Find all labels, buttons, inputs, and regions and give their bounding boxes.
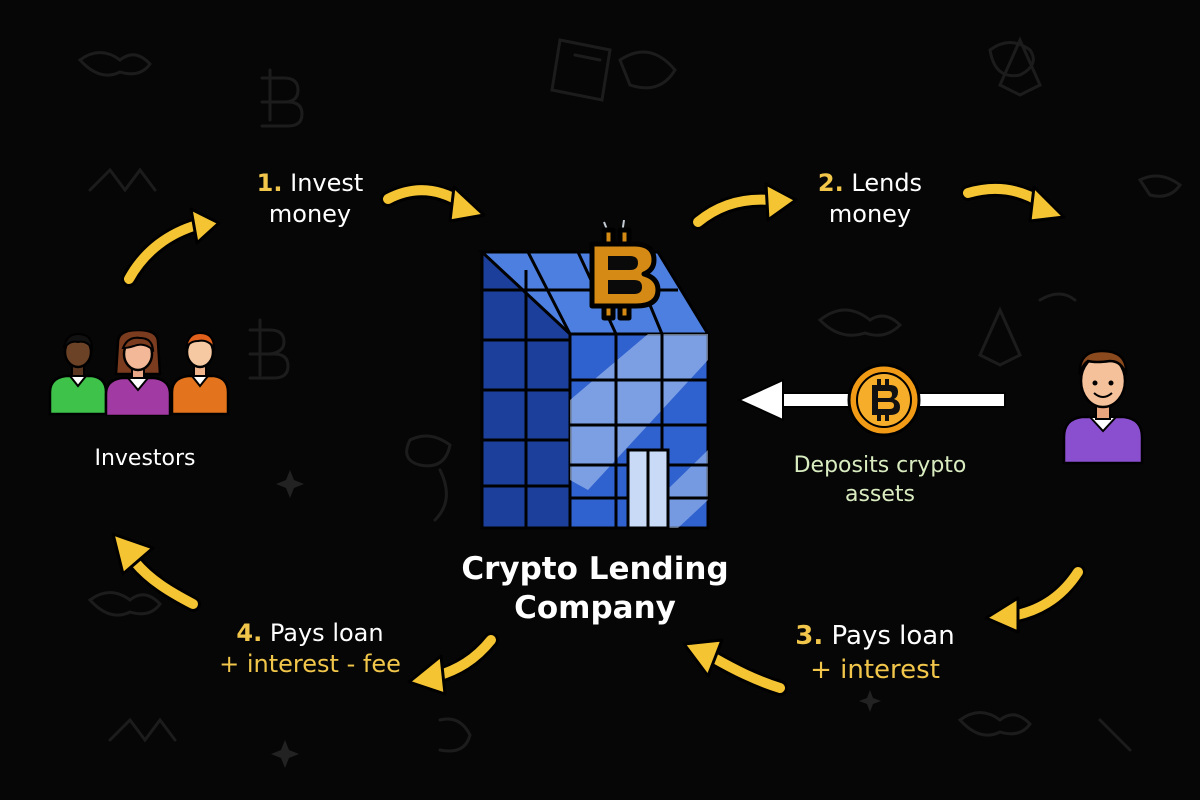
step4-line2: + interest - fee — [219, 650, 401, 679]
step3-label: 3. Pays loan + interest — [770, 620, 980, 688]
investors-group-icon — [48, 330, 230, 416]
building-icon — [478, 250, 710, 532]
deposit-label-line2: assets — [844, 481, 916, 507]
arrow-step2-to-borrower — [960, 175, 1070, 235]
investors-label: Investors — [94, 446, 196, 471]
arrow-company-to-step2 — [690, 178, 800, 238]
step4-text: Pays loan — [269, 619, 384, 647]
deposit-label-line1: Deposits crypto — [793, 453, 967, 478]
step2-label: 2. Lends money — [790, 168, 950, 230]
bitcoin-coin-icon — [846, 362, 922, 438]
company-title-line2: Company — [514, 589, 676, 626]
step3-line2: + interest — [810, 654, 940, 685]
step1-text: Invest — [290, 169, 364, 197]
step2-text: Lends — [851, 169, 923, 197]
step2-line2: money — [828, 200, 912, 229]
step4-number: 4. — [236, 619, 263, 647]
arrow-step4-to-investors — [105, 530, 205, 615]
arrow-company-to-step4 — [405, 630, 505, 700]
step1-label: 1. Invest money — [225, 168, 395, 230]
deposit-label: Deposits crypto assets — [765, 452, 995, 509]
step4-label: 4. Pays loan + interest - fee — [200, 618, 420, 680]
arrow-investors-to-step1 — [115, 205, 225, 295]
borrower-person-icon — [1062, 345, 1144, 465]
step3-number: 3. — [795, 621, 824, 651]
company-title-line1: Crypto Lending — [461, 551, 729, 587]
step1-line2: money — [268, 200, 352, 229]
step1-number: 1. — [256, 169, 283, 197]
bitcoin-icon — [582, 220, 664, 328]
company-title: Crypto Lending Company — [430, 550, 760, 628]
step3-text: Pays loan — [831, 621, 955, 651]
arrow-step1-to-company — [380, 175, 490, 235]
arrow-borrower-to-step3 — [980, 560, 1090, 640]
step2-number: 2. — [817, 169, 844, 197]
arrow-step3-to-company — [680, 630, 790, 700]
